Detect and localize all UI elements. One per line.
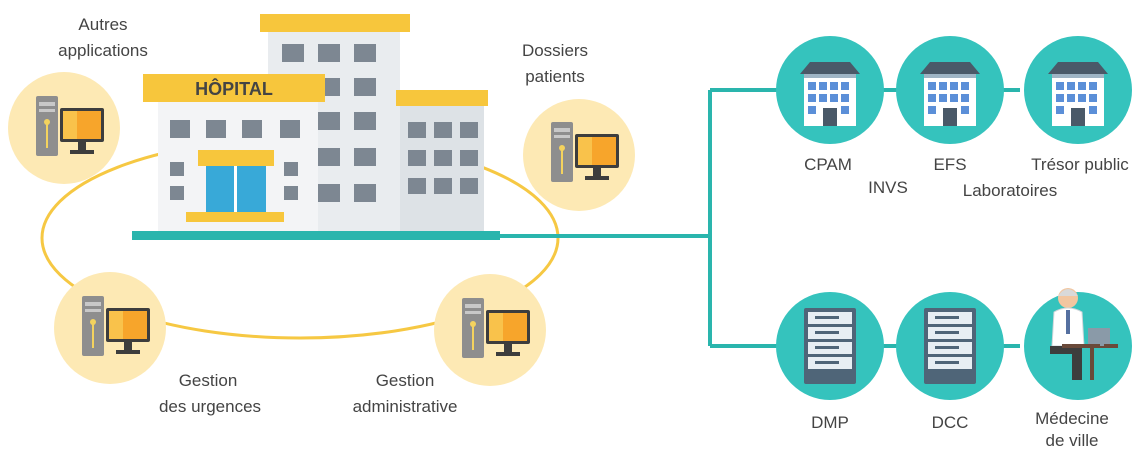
label-dcc: DCC <box>932 413 969 432</box>
doctor-icon <box>1050 288 1118 380</box>
node-dossiers-patients[interactable] <box>523 99 635 211</box>
label-urgences-line2: des urgences <box>159 397 261 416</box>
label-cpam: CPAM <box>804 155 852 174</box>
label-dossiers-line1: Dossiers <box>522 41 588 60</box>
node-dmp[interactable] <box>776 292 884 400</box>
node-dcc[interactable] <box>896 292 1004 400</box>
hospital-sign: HÔPITAL <box>195 78 273 99</box>
label-medecine-line2: de ville <box>1046 431 1099 450</box>
label-efs: EFS <box>933 155 966 174</box>
label-urgences-line1: Gestion <box>179 371 238 390</box>
label-medecine-line1: Médecine <box>1035 409 1109 428</box>
label-administrative-line2: administrative <box>353 397 458 416</box>
node-autres-applications[interactable] <box>8 72 120 184</box>
label-tresor-public: Trésor public <box>1031 155 1129 174</box>
node-medecine-de-ville[interactable] <box>1024 288 1132 400</box>
hospital-building: HÔPITAL <box>143 14 488 232</box>
label-dossiers-line2: patients <box>525 67 585 86</box>
node-gestion-administrative[interactable] <box>434 274 546 386</box>
label-autres-line2: applications <box>58 41 148 60</box>
label-laboratoires: Laboratoires <box>963 181 1058 200</box>
node-cpam[interactable] <box>776 36 884 144</box>
label-invs: INVS <box>868 178 908 197</box>
node-efs[interactable] <box>896 36 1004 144</box>
node-tresor-public[interactable] <box>1024 36 1132 144</box>
label-administrative-line1: Gestion <box>376 371 435 390</box>
node-gestion-urgences[interactable] <box>54 272 166 384</box>
label-dmp: DMP <box>811 413 849 432</box>
label-autres-line1: Autres <box>78 15 127 34</box>
